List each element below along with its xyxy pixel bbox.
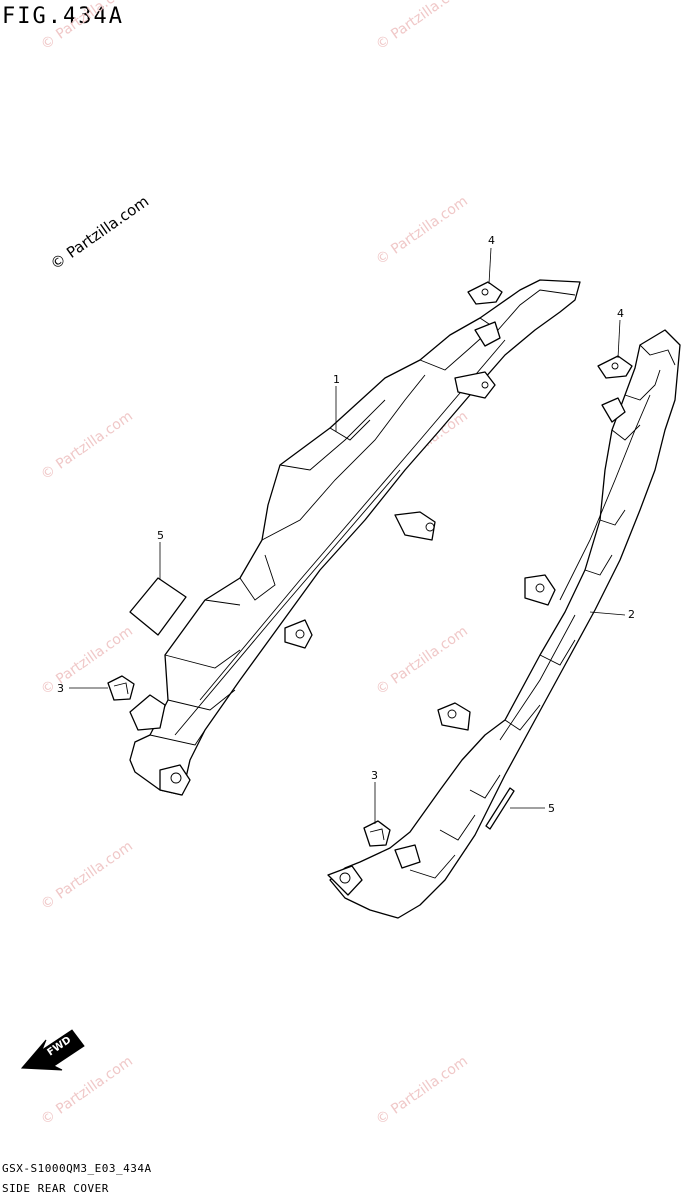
watermark: © Partzilla.com xyxy=(38,0,136,53)
part-3-clip-left[interactable] xyxy=(107,675,135,701)
section-name: SIDE REAR COVER xyxy=(2,1182,109,1195)
model-code: GSX-S1000QM3_E03_434A xyxy=(2,1162,152,1175)
callout-3-left[interactable]: 3 xyxy=(57,682,64,695)
part-1-left-side-cover[interactable] xyxy=(129,279,581,796)
callout-3-right[interactable]: 3 xyxy=(371,769,378,782)
callout-5-lower[interactable]: 5 xyxy=(548,802,555,815)
part-3-clip-right[interactable] xyxy=(363,820,391,847)
watermark: © Partzilla.com xyxy=(38,838,136,913)
callout-2[interactable]: 2 xyxy=(628,608,635,621)
copyright-mark: © Partzilla.com xyxy=(47,192,152,273)
callout-1[interactable]: 1 xyxy=(333,373,340,386)
callout-4-upper[interactable]: 4 xyxy=(488,234,495,247)
figure-title: FIG.434A xyxy=(2,4,124,29)
leader-lines xyxy=(69,247,626,824)
part-4-nut-lower[interactable] xyxy=(597,355,633,379)
fwd-arrow-icon: FWD xyxy=(20,1029,85,1071)
callout-5-upper[interactable]: 5 xyxy=(157,529,164,542)
watermark: © Partzilla.com xyxy=(373,623,471,698)
part-2-right-side-cover[interactable] xyxy=(327,329,681,919)
watermark: © Partzilla.com xyxy=(373,1053,471,1128)
part-5-tape-square[interactable] xyxy=(129,577,187,636)
callout-4-lower[interactable]: 4 xyxy=(617,307,624,320)
watermark: © Partzilla.com xyxy=(38,408,136,483)
watermark: © Partzilla.com xyxy=(373,193,471,268)
part-5-tape-strip[interactable] xyxy=(485,787,515,830)
watermark: © Partzilla.com xyxy=(373,0,471,53)
part-4-nut-upper[interactable] xyxy=(467,281,503,305)
